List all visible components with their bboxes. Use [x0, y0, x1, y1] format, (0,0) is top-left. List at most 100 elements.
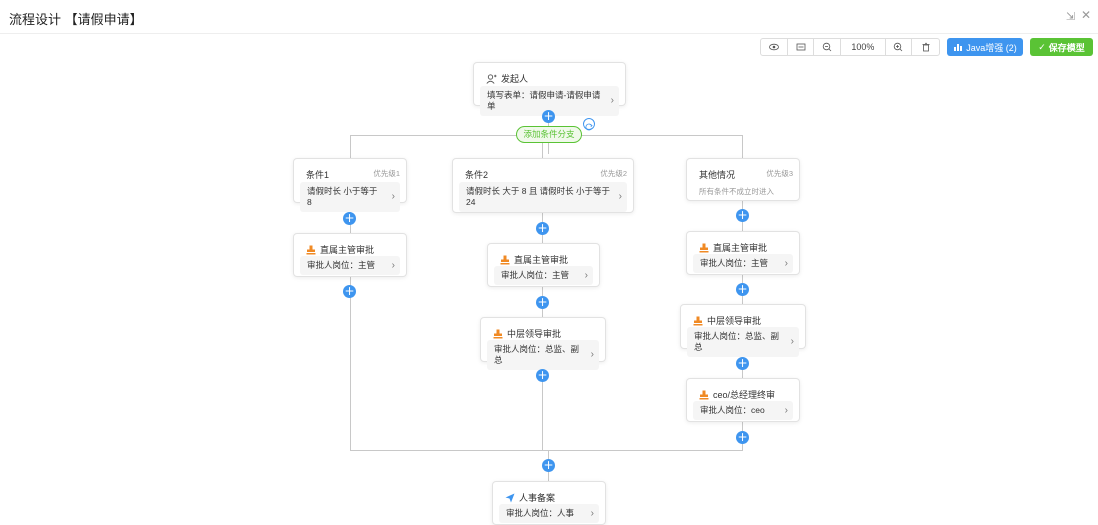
- branch-priority: 优先级2: [600, 169, 627, 178]
- start-node[interactable]: 发起人 填写表单：请假申请-请假申请单 ›: [473, 62, 626, 116]
- approval-node-header: 直属主管审批: [500, 253, 568, 266]
- chevron-right-icon: ›: [784, 404, 788, 416]
- branch-condition-text: 请假时长 小于等于 8: [307, 186, 378, 207]
- save-model-label: 保存模型: [1048, 42, 1085, 53]
- chevron-right-icon: ›: [790, 336, 794, 347]
- approval-node-title: 中层领导审批: [507, 329, 562, 339]
- approval-node-body[interactable]: 审批人岗位：ceo ›: [693, 401, 793, 420]
- zoom-level: 100%: [841, 39, 886, 55]
- approval-node-title: 直属主管审批: [713, 243, 768, 253]
- approval-node-header: 中层领导审批: [693, 314, 761, 327]
- map-icon: [796, 43, 805, 51]
- branch-name: 其他情况: [699, 170, 736, 180]
- approval-node[interactable]: 中层领导审批 审批人岗位：总监、副总 ›: [680, 304, 806, 357]
- send-icon: [505, 493, 515, 502]
- canvas-toolbar: 100%: [760, 38, 940, 56]
- branch-condition-body[interactable]: 请假时长 小于等于 8 ›: [300, 182, 400, 212]
- chevron-right-icon: ›: [784, 257, 788, 269]
- approval-node-title: ceo/总经理终审: [713, 390, 776, 400]
- start-node-title: 发起人: [501, 74, 529, 84]
- compress-icon[interactable]: ⇲: [1066, 11, 1076, 23]
- java-enhance-label: Java增强 (2): [966, 42, 1017, 53]
- add-node-button[interactable]: +: [736, 208, 749, 222]
- approval-node-title: 直属主管审批: [320, 245, 375, 255]
- close-icon[interactable]: ✕: [1081, 8, 1092, 22]
- approval-node-body[interactable]: 审批人岗位：主管 ›: [300, 256, 400, 275]
- user-icon: [486, 73, 497, 84]
- add-node-button[interactable]: +: [736, 430, 749, 444]
- approval-node-header: 直属主管审批: [699, 241, 767, 254]
- add-node-button[interactable]: +: [542, 109, 555, 123]
- stamp-icon: [500, 255, 510, 264]
- approval-node[interactable]: 中层领导审批 审批人岗位：总监、副总 ›: [480, 317, 606, 370]
- zoom-in-button[interactable]: [886, 39, 913, 55]
- add-node-button[interactable]: +: [536, 368, 549, 382]
- add-node-button[interactable]: +: [343, 211, 356, 225]
- approval-node-title: 中层领导审批: [707, 316, 762, 326]
- java-enhance-button[interactable]: Java增强 (2): [947, 38, 1023, 56]
- add-node-button[interactable]: +: [536, 221, 549, 235]
- approval-node[interactable]: 直属主管审批 审批人岗位：主管 ›: [293, 233, 407, 277]
- zoom-out-button[interactable]: [814, 39, 842, 55]
- branch-name: 条件2: [465, 170, 489, 180]
- cc-node-body[interactable]: 审批人岗位：人事 ›: [499, 504, 599, 523]
- approver-text: 审批人岗位：ceo: [700, 405, 765, 415]
- approval-node-body[interactable]: 审批人岗位：主管 ›: [693, 254, 793, 273]
- approver-text: 审批人岗位：总监、副总: [494, 344, 580, 365]
- add-branch-button[interactable]: 添加条件分支: [516, 126, 582, 143]
- approval-node-body[interactable]: 审批人岗位：总监、副总 ›: [687, 327, 799, 357]
- chevron-right-icon: ›: [584, 269, 588, 281]
- branch-condition-text: 请假时长 大于 8 且 请假时长 小于等于 24: [466, 186, 611, 207]
- add-node-button[interactable]: +: [343, 284, 356, 298]
- branch-condition-2[interactable]: 条件2 优先级2 请假时长 大于 8 且 请假时长 小于等于 24 ›: [452, 158, 634, 213]
- branch-condition-default[interactable]: 其他情况 优先级3 所有条件不成立时进入: [686, 158, 800, 201]
- chart-icon: [954, 43, 963, 51]
- approval-node[interactable]: ceo/总经理终审 审批人岗位：ceo ›: [686, 378, 800, 422]
- branch-condition-body[interactable]: 请假时长 大于 8 且 请假时长 小于等于 24 ›: [459, 182, 627, 212]
- chevron-right-icon: ›: [610, 95, 614, 106]
- add-node-button[interactable]: +: [542, 458, 555, 472]
- stamp-icon: [699, 390, 709, 399]
- approver-text: 审批人岗位：主管: [501, 270, 570, 280]
- approver-text: 审批人岗位：主管: [700, 258, 769, 268]
- connector: [542, 135, 543, 451]
- save-model-button[interactable]: ✓ 保存模型: [1030, 38, 1093, 56]
- approval-node-header: ceo/总经理终审: [699, 388, 775, 401]
- approval-node[interactable]: 直属主管审批 审批人岗位：主管 ›: [487, 243, 600, 287]
- chevron-right-icon: ›: [590, 349, 594, 360]
- approval-node-body[interactable]: 审批人岗位：主管 ›: [494, 266, 593, 285]
- cc-node-header: 人事备案: [505, 491, 555, 504]
- start-node-body[interactable]: 填写表单：请假申请-请假申请单 ›: [480, 86, 619, 116]
- add-node-button[interactable]: +: [736, 356, 749, 370]
- minimap-button[interactable]: [788, 39, 815, 55]
- approver-text: 审批人岗位：总监、副总: [694, 331, 780, 352]
- preview-button[interactable]: [761, 39, 788, 55]
- add-node-button[interactable]: +: [736, 282, 749, 296]
- branch-priority: 优先级3: [766, 169, 793, 178]
- title-bar: 流程设计 【请假申请】 ⇲ ✕: [0, 0, 1098, 34]
- stamp-icon: [493, 329, 503, 338]
- approval-node[interactable]: 直属主管审批 审批人岗位：主管 ›: [686, 231, 800, 275]
- approval-node-header: 中层领导审批: [493, 327, 561, 340]
- approval-node-body[interactable]: 审批人岗位：总监、副总 ›: [487, 340, 599, 370]
- refresh-icon[interactable]: [583, 118, 595, 131]
- eye-icon: [768, 43, 779, 51]
- branch-name: 条件1: [306, 170, 330, 180]
- approver-text: 审批人岗位：人事: [506, 508, 575, 518]
- branch-condition-1[interactable]: 条件1 优先级1 请假时长 小于等于 8 ›: [293, 158, 407, 212]
- approval-node-header: 直属主管审批: [306, 243, 374, 256]
- page-title: 流程设计 【请假申请】: [9, 12, 143, 27]
- start-node-header: 发起人: [486, 72, 528, 85]
- chevron-right-icon: ›: [618, 191, 622, 202]
- stamp-icon: [699, 243, 709, 252]
- trash-icon: [922, 42, 930, 52]
- chevron-right-icon: ›: [590, 507, 594, 519]
- cc-node[interactable]: 人事备案 审批人岗位：人事 ›: [492, 481, 606, 525]
- check-icon: ✓: [1038, 41, 1046, 52]
- approval-node-title: 直属主管审批: [514, 255, 569, 265]
- branch-priority: 优先级1: [373, 169, 400, 178]
- add-node-button[interactable]: +: [536, 295, 549, 309]
- stamp-icon: [306, 245, 316, 254]
- delete-button[interactable]: [912, 39, 939, 55]
- stamp-icon: [693, 316, 703, 325]
